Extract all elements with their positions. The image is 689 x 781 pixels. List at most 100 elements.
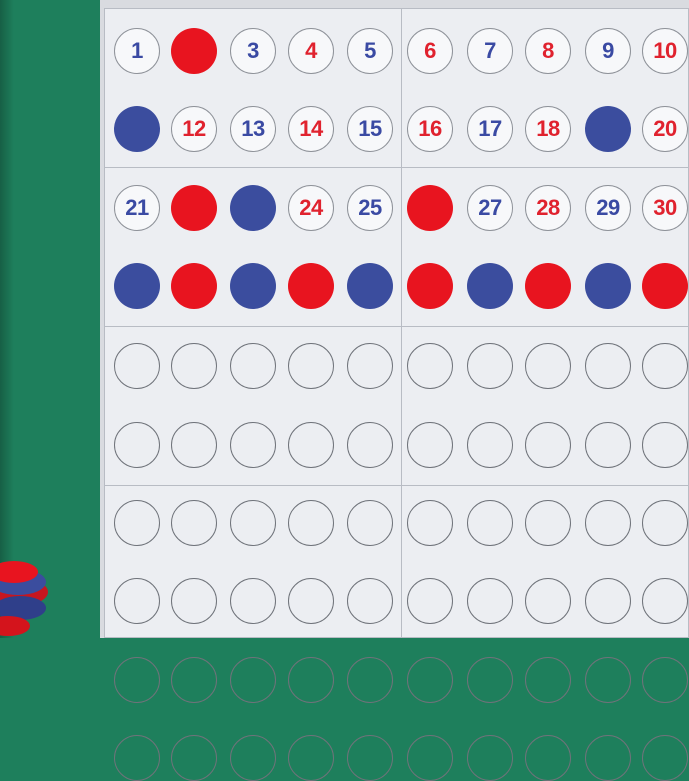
empty-slot — [642, 578, 688, 624]
number-slot: 5 — [347, 28, 393, 74]
empty-slot — [585, 343, 631, 389]
number-slot: 10 — [642, 28, 688, 74]
empty-slot — [525, 500, 571, 546]
red-counter — [171, 263, 217, 309]
red-counter — [407, 185, 453, 231]
empty-slot — [347, 735, 393, 781]
empty-slot — [585, 422, 631, 468]
number-slot: 13 — [230, 106, 276, 152]
empty-slot — [642, 422, 688, 468]
number-slot: 1 — [114, 28, 160, 74]
empty-slot — [347, 657, 393, 703]
blue-counter — [230, 185, 276, 231]
empty-slot — [642, 500, 688, 546]
empty-slot — [288, 578, 334, 624]
blue-counter — [347, 263, 393, 309]
empty-slot — [407, 578, 453, 624]
empty-slot — [407, 422, 453, 468]
empty-slot — [467, 343, 513, 389]
number-slot: 21 — [114, 185, 160, 231]
number-slot: 9 — [585, 28, 631, 74]
empty-slot — [347, 500, 393, 546]
number-slot: 18 — [525, 106, 571, 152]
red-counter — [525, 263, 571, 309]
number-slot: 29 — [585, 185, 631, 231]
empty-slot — [407, 343, 453, 389]
empty-slot — [171, 735, 217, 781]
blue-counter — [585, 106, 631, 152]
empty-slot — [407, 735, 453, 781]
empty-slot — [467, 735, 513, 781]
empty-slot — [525, 422, 571, 468]
empty-slot — [171, 422, 217, 468]
number-slot: 3 — [230, 28, 276, 74]
number-slot: 12 — [171, 106, 217, 152]
empty-slot — [347, 578, 393, 624]
number-slot: 4 — [288, 28, 334, 74]
empty-slot — [467, 422, 513, 468]
empty-slot — [467, 578, 513, 624]
empty-slot — [642, 735, 688, 781]
empty-slot — [642, 657, 688, 703]
empty-slot — [288, 500, 334, 546]
empty-slot — [230, 500, 276, 546]
empty-slot — [525, 578, 571, 624]
empty-slot — [288, 422, 334, 468]
empty-slot — [230, 343, 276, 389]
empty-slot — [585, 578, 631, 624]
number-slot: 30 — [642, 185, 688, 231]
number-slot: 27 — [467, 185, 513, 231]
empty-slot — [114, 422, 160, 468]
empty-slot — [288, 735, 334, 781]
red-counter — [171, 185, 217, 231]
empty-slot — [347, 343, 393, 389]
blue-counter — [585, 263, 631, 309]
number-slot: 7 — [467, 28, 513, 74]
empty-slot — [585, 735, 631, 781]
empty-slot — [171, 578, 217, 624]
empty-slot — [230, 657, 276, 703]
photo-scene: 1345678910121314151617182021242527282930 — [0, 0, 689, 638]
empty-slot — [171, 657, 217, 703]
empty-slot — [288, 657, 334, 703]
red-counter — [407, 263, 453, 309]
number-slot: 14 — [288, 106, 334, 152]
empty-slot — [114, 500, 160, 546]
empty-slot — [525, 657, 571, 703]
empty-slot — [114, 343, 160, 389]
red-counter — [171, 28, 217, 74]
empty-slot — [525, 343, 571, 389]
empty-slot — [230, 735, 276, 781]
empty-slot — [171, 343, 217, 389]
blue-counter — [114, 263, 160, 309]
empty-slot — [114, 657, 160, 703]
number-slot: 16 — [407, 106, 453, 152]
counter-stack-toy — [0, 530, 60, 638]
number-slot: 17 — [467, 106, 513, 152]
empty-slot — [585, 500, 631, 546]
blue-counter — [114, 106, 160, 152]
number-slot: 8 — [525, 28, 571, 74]
empty-slot — [525, 735, 571, 781]
empty-slot — [347, 422, 393, 468]
empty-slot — [288, 343, 334, 389]
number-slot: 25 — [347, 185, 393, 231]
number-slot: 20 — [642, 106, 688, 152]
number-slot: 24 — [288, 185, 334, 231]
empty-slot — [407, 500, 453, 546]
blue-counter — [230, 263, 276, 309]
blue-counter — [467, 263, 513, 309]
empty-slot — [467, 500, 513, 546]
empty-slot — [407, 657, 453, 703]
empty-slot — [467, 657, 513, 703]
number-slot: 28 — [525, 185, 571, 231]
empty-slot — [171, 500, 217, 546]
empty-slot — [585, 657, 631, 703]
empty-slot — [114, 735, 160, 781]
empty-slot — [230, 578, 276, 624]
number-slot: 15 — [347, 106, 393, 152]
empty-slot — [230, 422, 276, 468]
empty-slot — [642, 343, 688, 389]
red-counter — [288, 263, 334, 309]
red-counter — [642, 263, 688, 309]
